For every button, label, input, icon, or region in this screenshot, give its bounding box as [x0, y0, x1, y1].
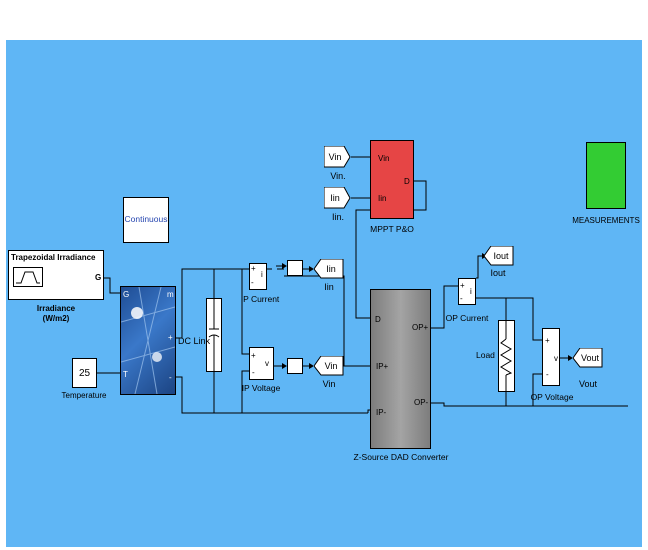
op-voltage-meter-block[interactable]: + - v: [542, 328, 560, 386]
converter-port-opm: OP-: [414, 398, 429, 407]
trapezoid-waveform-icon: [13, 267, 43, 287]
irradiance-caption-1: Irradiance: [36, 304, 76, 313]
mppt-controller-block[interactable]: Vin Iin D: [370, 140, 414, 219]
goto-iin-caption: Iin: [324, 282, 334, 292]
mppt-port-iin: Iin: [378, 194, 387, 203]
iin-gain-block[interactable]: [287, 260, 303, 276]
goto-vout-text: Vout: [580, 353, 600, 363]
goto-iin-text: Iin: [326, 264, 336, 274]
ip-voltage-port-v: v: [265, 359, 269, 368]
resistor-icon: [500, 321, 513, 391]
ip-current-port-i: i: [261, 270, 263, 279]
irradiance-source-block[interactable]: Trapezoidal Irradiance G: [8, 250, 104, 300]
from-vin-text: Vin: [328, 152, 342, 162]
goto-vout-caption: Vout: [578, 379, 598, 389]
op-current-meter-block[interactable]: + - i: [458, 278, 476, 305]
op-current-label: OP Current: [445, 313, 489, 323]
goto-iout-caption: Iout: [490, 268, 506, 278]
ip-voltage-port-plus: +: [251, 351, 256, 360]
converter-label: Z-Source DAD Converter: [353, 452, 449, 462]
ip-current-port-plus: +: [251, 264, 256, 273]
irradiance-port-g: G: [95, 273, 102, 282]
from-vin-tag[interactable]: Vin: [324, 146, 351, 168]
converter-port-ipm: IP-: [376, 408, 387, 417]
op-current-port-i: i: [470, 287, 472, 296]
goto-iout-text: Iout: [493, 251, 509, 261]
dc-link-capacitor-block[interactable]: [206, 298, 222, 372]
ip-voltage-label: IP Voltage: [241, 383, 281, 393]
solver-label: Continuous: [124, 214, 168, 224]
signal-wires: [97, 154, 628, 414]
pv-port-g: G: [123, 290, 130, 299]
op-voltage-port-v: v: [554, 354, 558, 363]
mppt-port-d: D: [404, 177, 410, 186]
op-voltage-label: OP Voltage: [530, 392, 574, 402]
ip-current-port-minus: -: [251, 278, 254, 287]
temperature-caption: Temperature: [61, 391, 107, 400]
irradiance-caption-2: (W/m2): [42, 314, 70, 323]
measurements-label: MEASUREMENTS: [572, 216, 640, 225]
mppt-port-vin: Vin: [378, 154, 390, 163]
goto-vin-caption: Vin: [322, 379, 336, 389]
converter-port-opp: OP+: [412, 323, 429, 332]
ip-voltage-port-minus: -: [252, 368, 255, 377]
from-iin-tag[interactable]: Iin: [324, 187, 351, 209]
powergui-block[interactable]: Continuous: [123, 197, 169, 243]
op-current-port-minus: -: [460, 294, 463, 303]
dc-link-label: DC Link: [178, 336, 211, 346]
measurements-subsystem-block[interactable]: [586, 142, 626, 209]
ip-current-label: IP Current: [240, 294, 280, 304]
goto-vin-tag[interactable]: Vin: [314, 356, 344, 376]
vin-gain-block[interactable]: [287, 358, 303, 374]
ip-voltage-meter-block[interactable]: + - v: [249, 347, 274, 380]
pv-port-t: T: [123, 370, 128, 379]
from-vin-caption: Vin.: [330, 171, 346, 181]
goto-vin-text: Vin: [324, 361, 338, 371]
temperature-value: 25: [78, 368, 91, 379]
from-iin-text: Iin: [330, 193, 340, 203]
temperature-constant-block[interactable]: 25: [72, 358, 97, 388]
solar-panel-icon: [121, 287, 175, 394]
op-voltage-port-plus: +: [545, 336, 550, 345]
capacitor-icon: [208, 299, 220, 371]
from-iin-caption: Iin.: [331, 212, 345, 222]
ip-current-meter-block[interactable]: + - i: [249, 263, 267, 290]
pv-array-block[interactable]: G T m + -: [120, 286, 176, 395]
model-canvas: Continuous Trapezoidal Irradiance G Irra…: [6, 40, 642, 547]
converter-port-d: D: [375, 315, 381, 324]
z-source-converter-block[interactable]: D IP+ IP- OP+ OP-: [370, 289, 431, 449]
irradiance-title: Trapezoidal Irradiance: [11, 253, 96, 262]
pv-port-plus: +: [168, 333, 173, 342]
op-current-port-plus: +: [460, 281, 465, 290]
goto-vout-tag[interactable]: Vout: [573, 348, 603, 368]
pv-port-m: m: [167, 290, 174, 299]
op-voltage-port-minus: -: [546, 370, 549, 379]
goto-iout-tag[interactable]: Iout: [484, 246, 514, 266]
converter-port-ipp: IP+: [376, 362, 389, 371]
load-resistor-block[interactable]: [498, 320, 515, 392]
mppt-label: MPPT P&O: [370, 224, 414, 234]
pv-port-minus: -: [169, 373, 172, 382]
goto-iin-tag[interactable]: Iin: [314, 259, 344, 279]
load-label: Load: [476, 350, 495, 360]
